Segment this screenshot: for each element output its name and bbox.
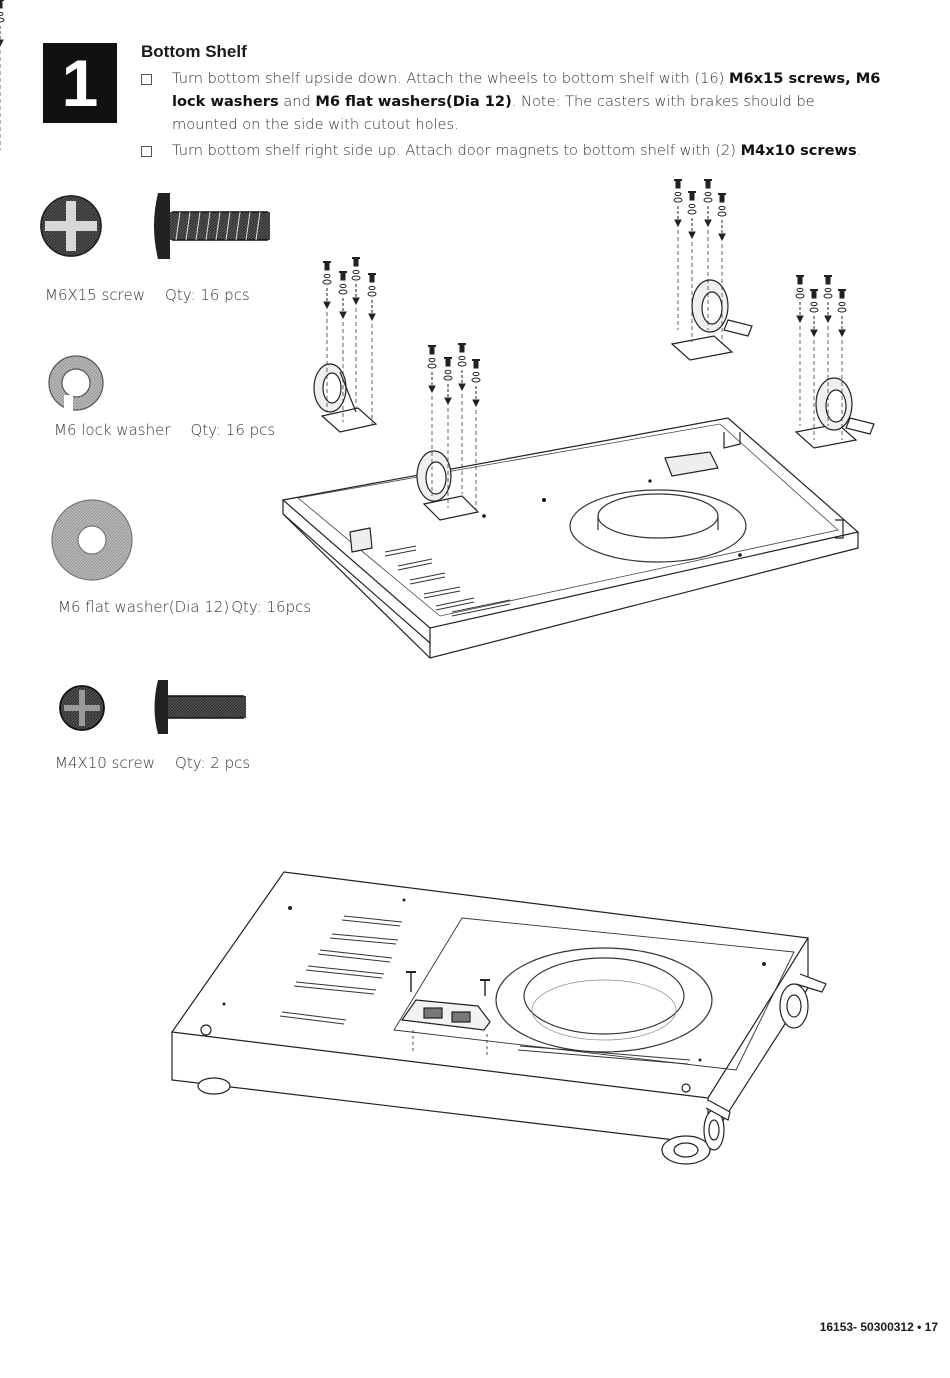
caster-wheel-icon-2 <box>416 450 480 521</box>
lower-caster-wheels <box>197 973 827 1165</box>
checkbox-2[interactable] <box>141 146 152 157</box>
m4x10-screw-qty: Qty: 2 pcs <box>175 754 251 772</box>
instruction-2: Turn bottom shelf right side up. Attach … <box>141 139 881 162</box>
m6x15-screw-head-icon <box>40 195 102 257</box>
exploded-screws <box>0 0 847 511</box>
m6-flat-washer-name: M6 flat washer(Dia 12) <box>58 598 230 616</box>
m6x15-screw-label: M6X15 screw Qty: 16 pcs <box>45 286 250 304</box>
instruction-1-run-3: M6 flat washers(Dia 12) <box>315 93 512 110</box>
page-footer: 16153- 50300312 • 17 <box>819 1320 938 1334</box>
m6x15-screw-qty: Qty: 16 pcs <box>165 286 250 304</box>
m4x10-screw-label: M4X10 screw Qty: 2 pcs <box>55 754 250 772</box>
instruction-2-run-1: M4x10 screws <box>740 142 857 159</box>
m6-flat-washer-label: M6 flat washer(Dia 12)Qty: 16pcs <box>58 598 311 616</box>
m6x15-screw-side-icon <box>154 193 270 259</box>
instruction-1-run-1: M6x15 screws, M6 lock washers <box>172 70 881 110</box>
caster-wheel-icon-1 <box>313 363 378 433</box>
m4x10-screw-name: M4X10 screw <box>55 754 156 772</box>
instruction-1-text: Turn bottom shelf upside down. Attach th… <box>141 67 881 136</box>
caster-wheel-icon-4 <box>794 377 875 449</box>
m6-flat-washer-icon <box>51 499 133 581</box>
instruction-1-run-2: and <box>278 93 316 110</box>
m6-lock-washer-name: M6 lock washer <box>54 421 171 439</box>
step-number-box: 1 <box>43 43 117 123</box>
m4x10-screw-head-icon <box>59 685 105 731</box>
tray-right-side-up <box>170 871 810 1145</box>
instruction-2-text: Turn bottom shelf right side up. Attach … <box>141 139 881 162</box>
tray-upside-down <box>281 417 860 659</box>
instruction-1-run-4: . Note: The casters with brakes should b… <box>172 93 815 133</box>
instruction-2-run-0: Turn bottom shelf right side up. Attach … <box>172 142 741 159</box>
checkbox-1[interactable] <box>141 74 152 85</box>
instruction-1-run-0: Turn bottom shelf upside down. Attach th… <box>172 70 729 87</box>
caster-wheel-icon-3 <box>670 279 753 361</box>
m6x15-screw-name: M6X15 screw <box>45 286 146 304</box>
instruction-2-run-2: . <box>856 142 862 159</box>
m6-lock-washer-qty: Qty: 16 pcs <box>190 421 276 439</box>
instruction-1: Turn bottom shelf upside down. Attach th… <box>141 67 881 136</box>
step-title: Bottom Shelf <box>141 42 247 61</box>
m4x10-screw-side-icon <box>154 680 246 734</box>
m6-lock-washer-icon <box>48 355 104 411</box>
m6-lock-washer-label: M6 lock washer Qty: 16 pcs <box>54 421 275 439</box>
m6-flat-washer-qty: Qty: 16pcs <box>231 598 312 616</box>
